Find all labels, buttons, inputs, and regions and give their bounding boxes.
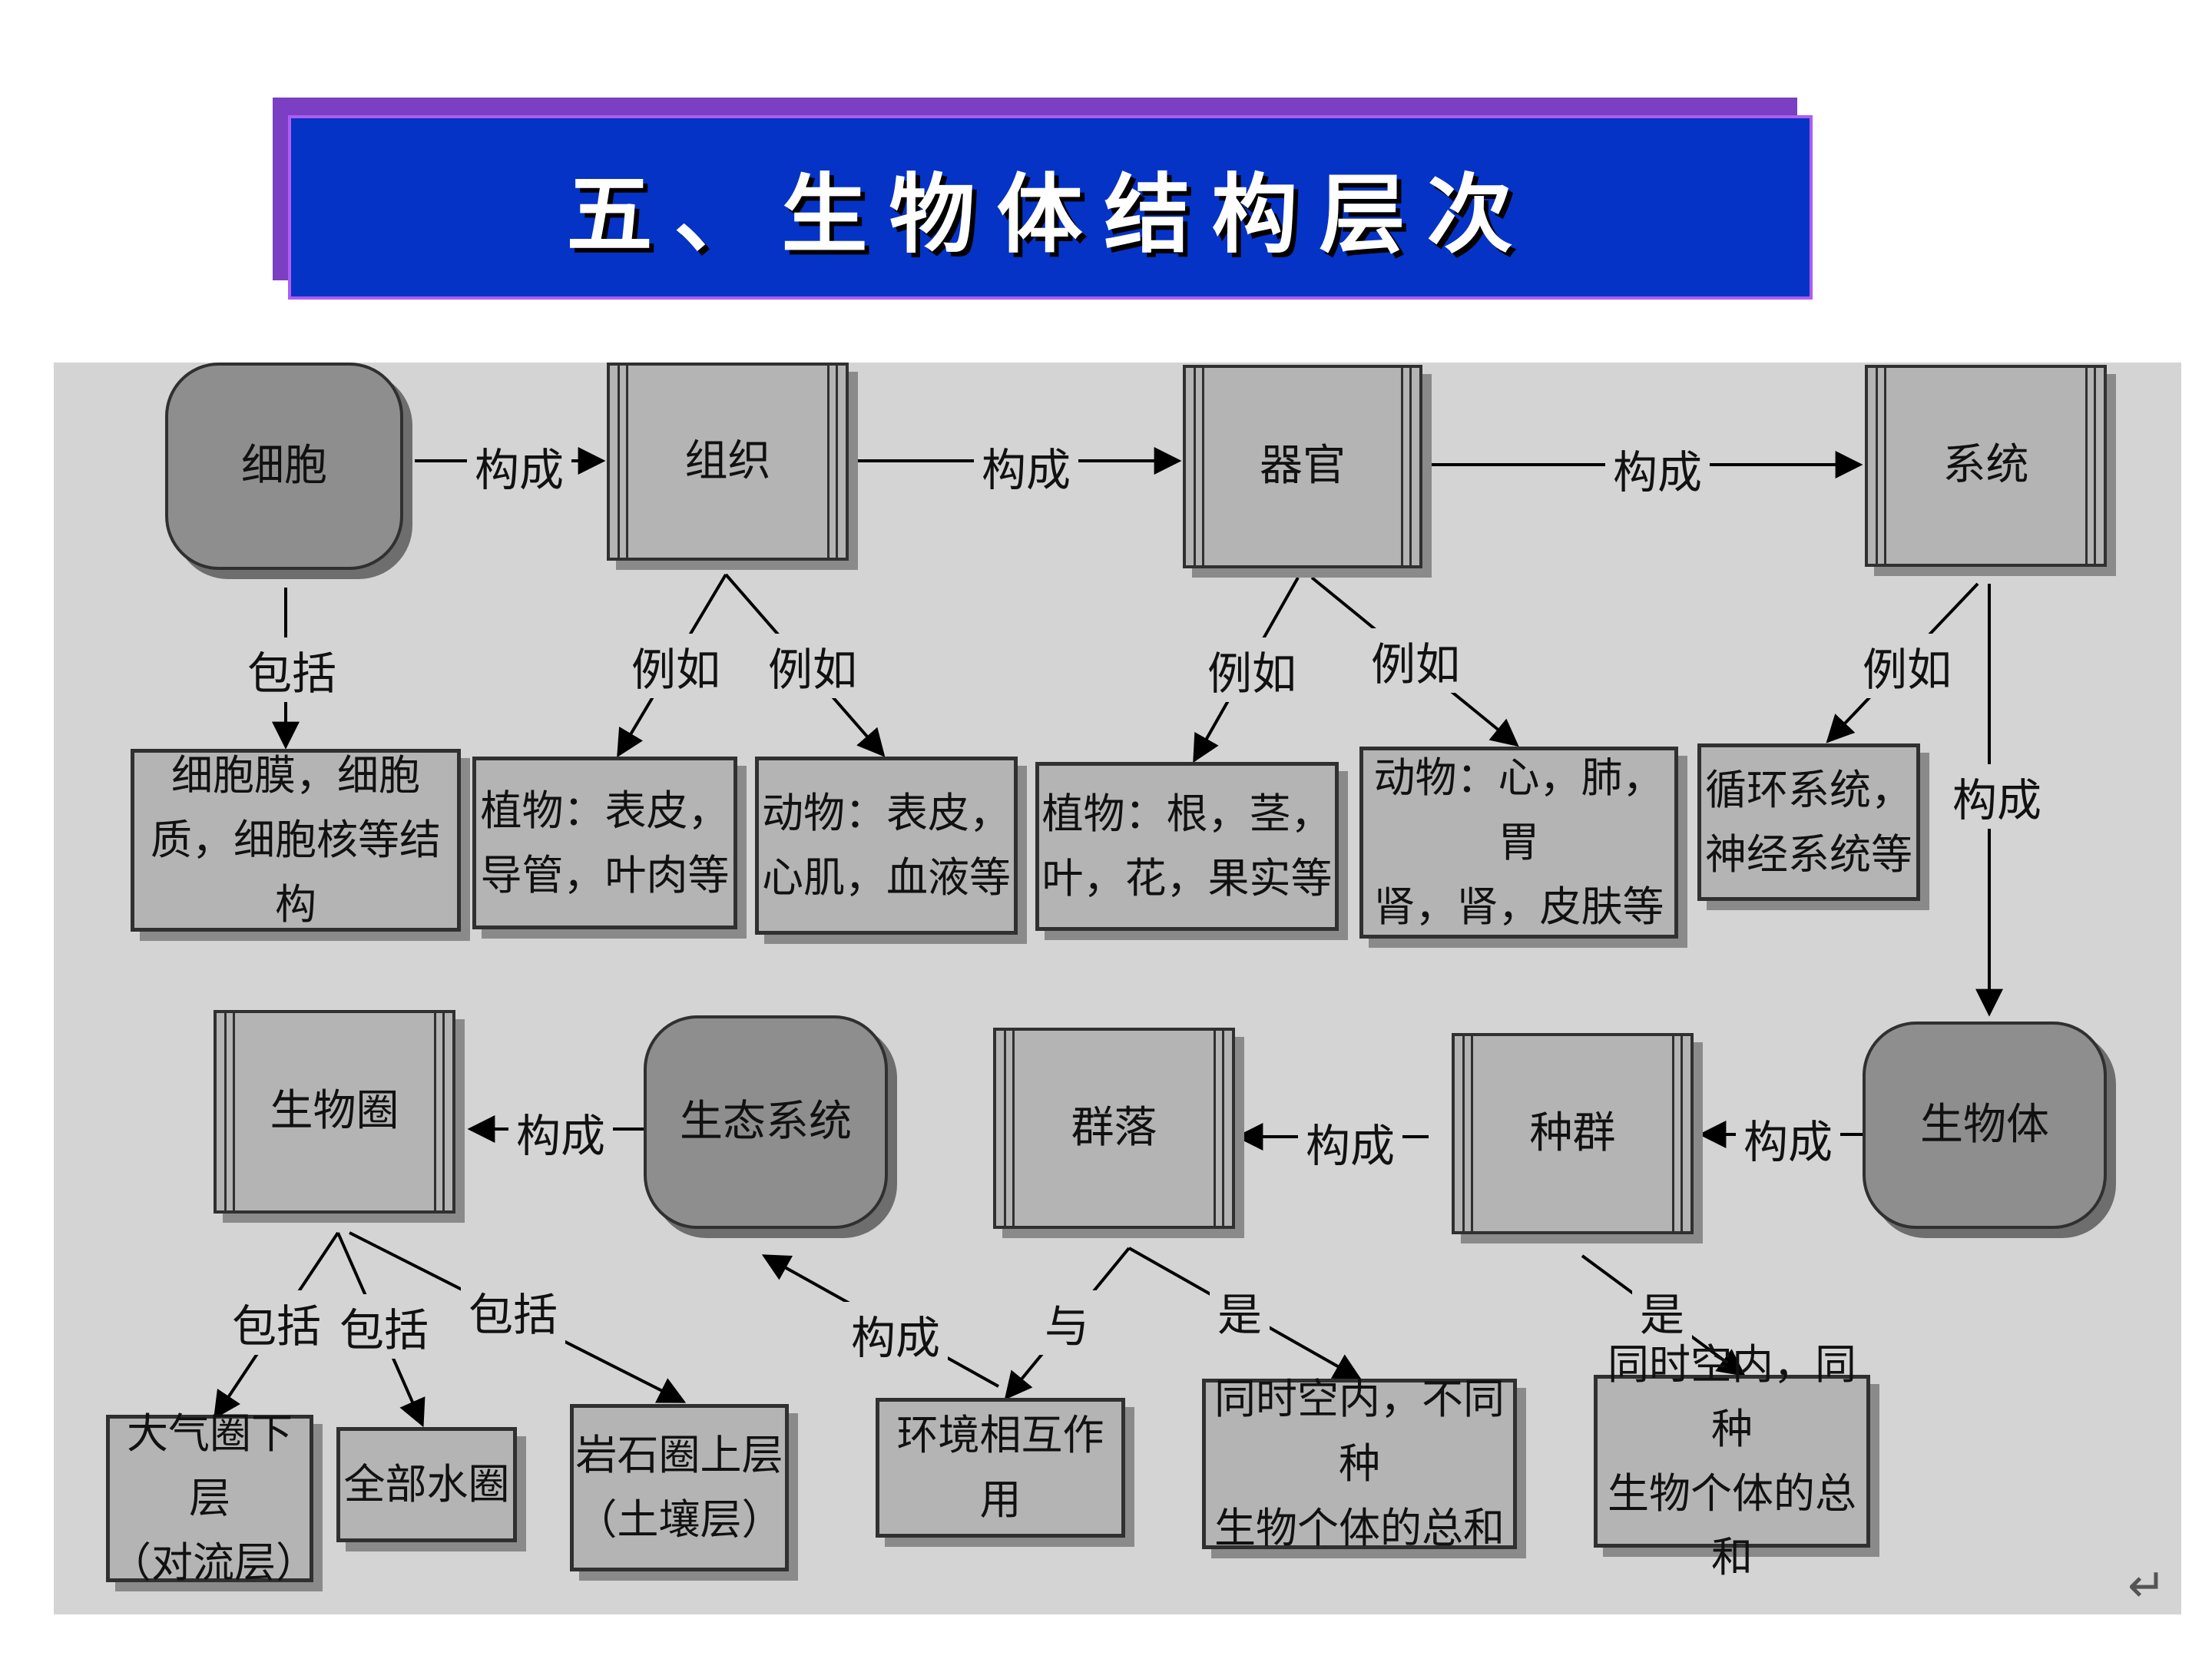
node-community-label: 群落 <box>1071 1102 1157 1153</box>
node-cell: 细胞 <box>165 363 403 570</box>
leaf-plant-tissue-text: 植物：表皮， 导管，叶肉等 <box>480 786 730 899</box>
leaf-plant-organ: 植物：根，茎， 叶，花，果实等 <box>1035 762 1339 931</box>
leaf-lithosphere: 岩石圈上层 （土壤层） <box>570 1404 789 1571</box>
leaf-lithosphere-text: 岩石圈上层 （土壤层） <box>575 1431 783 1544</box>
node-ecosystem-label: 生态系统 <box>680 1096 852 1147</box>
label-example-5: 例如 <box>1855 634 1960 698</box>
label-example-2: 例如 <box>760 634 866 698</box>
node-biosphere-label: 生物圈 <box>270 1086 399 1137</box>
label-compose-7: 构成 <box>508 1100 614 1164</box>
label-compose-6: 构成 <box>1298 1110 1403 1174</box>
leaf-animal-organ-text: 动物：心，肺，胃 肾，肾，皮肤等 <box>1373 753 1664 931</box>
node-population-label: 种群 <box>1529 1108 1616 1158</box>
leaf-community-def-text: 同时空内，不同种 生物个体的总和 <box>1214 1375 1505 1552</box>
leaf-plant-tissue: 植物：表皮， 导管，叶肉等 <box>472 757 737 929</box>
leaf-plant-organ-text: 植物：根，茎， 叶，花，果实等 <box>1041 790 1333 902</box>
return-mark: ↵ <box>2128 1559 2167 1613</box>
label-compose-4: 构成 <box>1945 764 2050 829</box>
leaf-cell-parts: 细胞膜，细胞 质，细胞核等结构 <box>131 749 461 932</box>
leaf-animal-organ: 动物：心，肺，胃 肾，肾，皮肤等 <box>1359 747 1678 939</box>
leaf-atmosphere-text: 大气圈下层 （对流层） <box>110 1409 317 1587</box>
label-compose-2: 构成 <box>974 434 1079 498</box>
leaf-population-def-text: 同时空内，同种 生物个体的总和 <box>1608 1340 1856 1582</box>
label-compose-1: 构成 <box>467 434 572 498</box>
node-tissue: 组织 <box>607 363 849 561</box>
leaf-community-def: 同时空内，不同种 生物个体的总和 <box>1202 1375 1517 1552</box>
title-banner: 五、生物体结构层次 <box>288 115 1813 300</box>
leaf-animal-tissue: 动物：表皮， 心肌，血液等 <box>755 757 1018 935</box>
leaf-hydrosphere: 全部水圈 <box>336 1427 517 1542</box>
node-organ: 器官 <box>1183 365 1422 568</box>
node-system-label: 系统 <box>1942 440 2029 491</box>
leaf-animal-tissue-text: 动物：表皮， 心肌，血液等 <box>762 789 1011 902</box>
node-population: 种群 <box>1452 1033 1694 1234</box>
leaf-systems: 循环系统， 神经系统等 <box>1697 743 1920 901</box>
label-include-1: 包括 <box>240 637 345 702</box>
label-is-1: 是 <box>1210 1279 1270 1343</box>
leaf-population-def: 同时空内，同种 生物个体的总和 <box>1594 1340 1870 1581</box>
node-community: 群落 <box>993 1028 1235 1229</box>
node-cell-label: 细胞 <box>241 440 327 491</box>
label-is-2: 是 <box>1632 1279 1693 1343</box>
leaf-environment-text: 环境相互作用 <box>896 1411 1104 1524</box>
leaf-environment: 环境相互作用 <box>876 1398 1125 1538</box>
leaf-cell-parts-text: 细胞膜，细胞 质，细胞核等结构 <box>151 751 441 929</box>
node-tissue-label: 组织 <box>684 435 771 486</box>
node-ecosystem: 生态系统 <box>644 1015 888 1229</box>
label-with: 与 <box>1037 1290 1098 1355</box>
label-include-2: 包括 <box>224 1290 329 1355</box>
node-biosphere: 生物圈 <box>214 1010 455 1214</box>
node-organ-label: 器官 <box>1260 441 1346 492</box>
label-example-1: 例如 <box>624 634 729 698</box>
label-include-4: 包括 <box>461 1279 566 1343</box>
label-compose-5: 构成 <box>1736 1106 1841 1171</box>
label-compose-3: 构成 <box>1605 436 1710 501</box>
label-example-3: 例如 <box>1200 637 1305 702</box>
label-include-3: 包括 <box>332 1294 437 1359</box>
node-system: 系统 <box>1865 365 2107 567</box>
leaf-atmosphere: 大气圈下层 （对流层） <box>106 1409 317 1587</box>
slide-title: 五、生物体结构层次 <box>566 164 1535 265</box>
node-organism-label: 生物体 <box>1920 1099 2049 1150</box>
leaf-systems-text: 循环系统， 神经系统等 <box>1705 765 1912 879</box>
leaf-hydrosphere-text: 全部水圈 <box>343 1460 510 1509</box>
label-example-4: 例如 <box>1363 628 1469 693</box>
node-organism: 生物体 <box>1863 1022 2107 1229</box>
label-compose-8: 构成 <box>843 1302 949 1366</box>
